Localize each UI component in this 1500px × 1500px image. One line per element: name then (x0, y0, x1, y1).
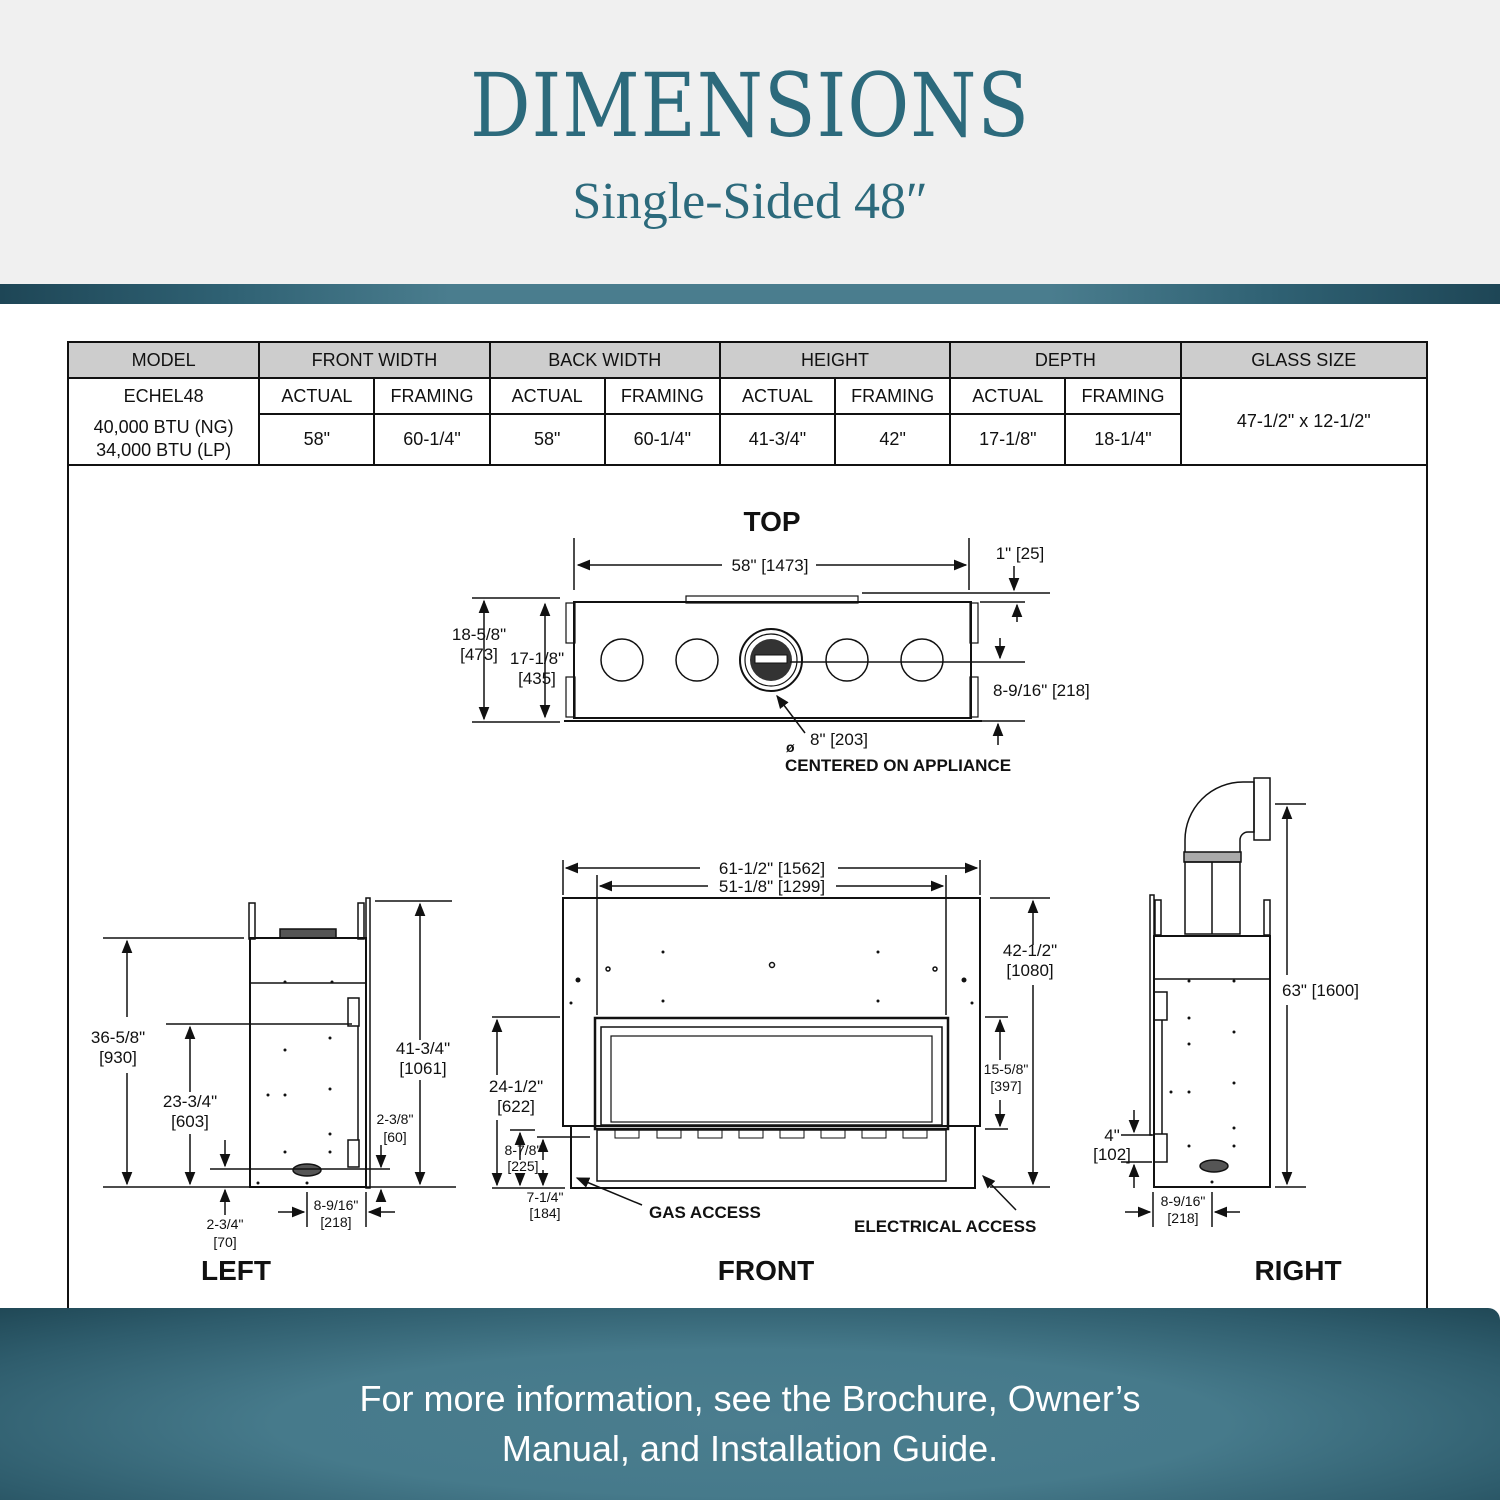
front-width-outer: 61-1/2" [1562] (719, 859, 825, 878)
spec-table: MODEL FRONT WIDTH BACK WIDTH HEIGHT DEPT… (66, 341, 1429, 466)
front-opening-height-in: 24-1/2" (489, 1077, 543, 1096)
subheader-back-actual: ACTUAL (488, 377, 606, 415)
left-h3-in: 41-3/4" (396, 1039, 450, 1058)
top-view: TOP 58" [1473] 1" [25] 18-5/ (452, 506, 1090, 775)
subheader-depth-framing: FRAMING (1064, 377, 1182, 415)
top-vent-diameter: 8" [203] (810, 730, 868, 749)
left-h3-mm: [1061] (399, 1059, 446, 1078)
page-title: DIMENSIONS (470, 54, 1030, 157)
header: DIMENSIONS Single-Sided 48″ (0, 0, 1500, 284)
right-height-total: 63" [1600] (1282, 981, 1359, 1000)
front-width-inner: 51-1/8" [1299] (719, 877, 825, 896)
header-back-width: BACK WIDTH (488, 341, 721, 379)
top-depth-inner-mm: [435] (518, 669, 556, 688)
left-h4-in: 2-3/8" (377, 1111, 414, 1127)
left-view-title: LEFT (201, 1255, 271, 1286)
front-width-actual: 58" (258, 413, 376, 466)
left-w1-in: 8-9/16" (314, 1197, 359, 1213)
left-view: 36-5/8" [930] 23-3/4" [603] 41-3/4" [106… (91, 897, 456, 1286)
glass-size-value: 47-1/2" x 12-1/2" (1179, 377, 1429, 466)
gas-access-label: GAS ACCESS (649, 1203, 761, 1222)
subheader-back-framing: FRAMING (603, 377, 721, 415)
divider-band (0, 284, 1500, 304)
footer-line-1: For more information, see the Brochure, … (359, 1378, 1141, 1419)
header-model: MODEL (66, 341, 261, 379)
left-h4-mm: [60] (383, 1129, 406, 1145)
page-subtitle: Single-Sided 48″ (572, 173, 928, 230)
back-width-actual: 58" (488, 413, 606, 466)
front-width-framing: 60-1/4" (373, 413, 491, 466)
subheader-height-actual: ACTUAL (718, 377, 837, 415)
header-height: HEIGHT (718, 341, 952, 379)
spec-table-subheader-row: ECHEL48 ACTUAL FRAMING ACTUAL FRAMING AC… (66, 377, 1429, 466)
back-width-framing: 60-1/4" (603, 413, 721, 466)
left-h1-in: 36-5/8" (91, 1028, 145, 1047)
spec-table-header-row: MODEL FRONT WIDTH BACK WIDTH HEIGHT DEPT… (66, 341, 1429, 379)
footer-line-2: Manual, and Installation Guide. (501, 1428, 999, 1469)
header-glass-size: GLASS SIZE (1179, 341, 1429, 379)
right-h-small-mm: [102] (1093, 1145, 1131, 1164)
top-offset-label: 1" [25] (996, 544, 1045, 563)
right-w1-mm: [218] (1167, 1210, 1198, 1226)
header-depth: DEPTH (949, 341, 1182, 379)
header-front-width: FRONT WIDTH (258, 341, 491, 379)
drawing-frame (67, 341, 1428, 1321)
btu-lp: 34,000 BTU (LP) (96, 440, 232, 460)
front-glass-height-mm: [397] (990, 1078, 1021, 1094)
model-btu: 40,000 BTU (NG) 34,000 BTU (LP) (66, 414, 261, 466)
front-view: 61-1/2" [1562] 51-1/8" [1299] (489, 859, 1057, 1286)
top-depth-outer-mm: [473] (460, 645, 498, 664)
top-depth-inner-in: 17-1/8" (510, 649, 564, 668)
left-h2-mm: [603] (171, 1112, 209, 1131)
front-base-height-mm: [225] (507, 1158, 538, 1174)
footer-text: For more information, see the Brochure, … (0, 1374, 1500, 1474)
top-width-label: 58" [1473] (732, 556, 809, 575)
front-height-total-mm: [1080] (1006, 961, 1053, 980)
subheader-height-framing: FRAMING (834, 377, 952, 415)
left-h5-in: 2-3/4" (207, 1216, 244, 1232)
right-view: 63" [1600] 4" [102] 8-9/16" [218] RIGHT (1093, 777, 1359, 1286)
subheader-depth-actual: ACTUAL (949, 377, 1067, 415)
depth-framing: 18-1/4" (1064, 413, 1182, 466)
subheader-front-framing: FRAMING (373, 377, 491, 415)
depth-actual: 17-1/8" (949, 413, 1067, 466)
front-access-height-in: 7-1/4" (527, 1189, 564, 1205)
right-view-title: RIGHT (1254, 1255, 1341, 1286)
height-framing: 42" (834, 413, 952, 466)
left-h1-mm: [930] (99, 1048, 137, 1067)
top-view-title: TOP (743, 506, 800, 537)
right-w1-in: 8-9/16" (1161, 1193, 1206, 1209)
front-base-height-in: 8-7/8" (505, 1142, 542, 1158)
top-vent-note: CENTERED ON APPLIANCE (785, 756, 1011, 775)
footer-banner: For more information, see the Brochure, … (0, 1308, 1500, 1500)
front-glass-height-in: 15-5/8" (984, 1061, 1029, 1077)
left-h2-in: 23-3/4" (163, 1092, 217, 1111)
btu-ng: 40,000 BTU (NG) (93, 417, 234, 437)
top-depth-outer-in: 18-5/8" (452, 625, 506, 644)
electrical-access-label: ELECTRICAL ACCESS (854, 1217, 1036, 1236)
left-h5-mm: [70] (213, 1234, 236, 1250)
diameter-symbol: ø (786, 739, 795, 755)
front-view-title: FRONT (718, 1255, 814, 1286)
front-opening-height-mm: [622] (497, 1097, 535, 1116)
subheader-front-actual: ACTUAL (258, 377, 376, 415)
top-vent-center-label: 8-9/16" [218] (993, 681, 1090, 700)
front-access-height-mm: [184] (529, 1205, 560, 1221)
height-actual: 41-3/4" (718, 413, 837, 466)
model-name: ECHEL48 (66, 377, 261, 414)
front-height-total-in: 42-1/2" (1003, 941, 1057, 960)
left-w1-mm: [218] (320, 1214, 351, 1230)
spec-table-values-row: 40,000 BTU (NG) 34,000 BTU (LP) 58" 60-1… (66, 413, 1427, 466)
right-h-small-in: 4" (1104, 1126, 1120, 1145)
